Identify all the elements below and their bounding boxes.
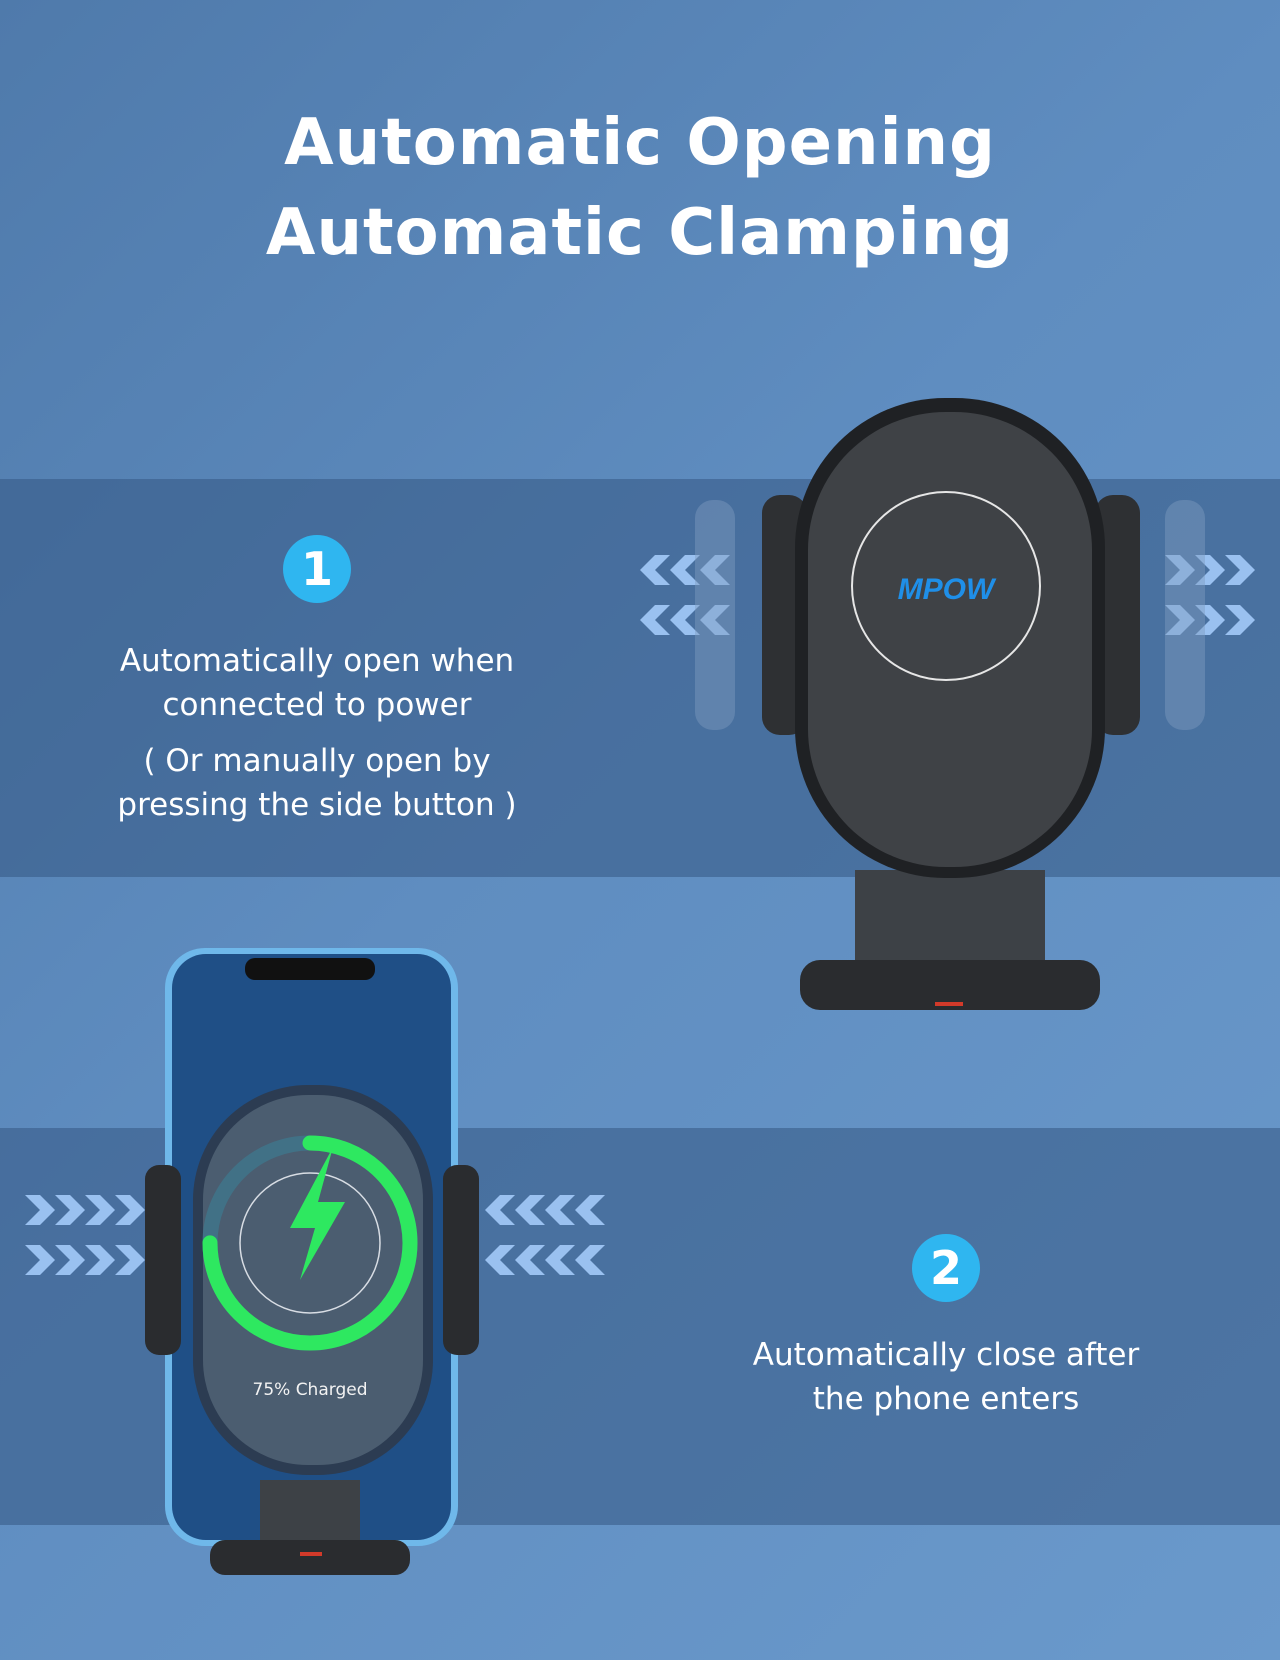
charge-ring-progress xyxy=(202,1135,418,1351)
step-1-line-3: ( Or manually open by xyxy=(143,743,491,779)
step-1-line-4: pressing the side button ) xyxy=(117,787,517,823)
outward-arrows-left-icon xyxy=(640,555,730,635)
inward-arrows-left-icon xyxy=(25,1195,145,1275)
step-1-badge: 1 xyxy=(283,535,351,603)
headline-line-1: Automatic Opening xyxy=(284,106,996,180)
brand-logo: MPOW xyxy=(898,573,997,606)
step-2-badge: 2 xyxy=(912,1234,980,1302)
step-2-line-2: the phone enters xyxy=(812,1381,1080,1417)
phone-holder-open: MPOW xyxy=(640,398,1255,1010)
step-2-description: Automatically close after the phone ente… xyxy=(696,1333,1196,1421)
inward-arrows-right-icon xyxy=(485,1195,605,1275)
phone-in-holder: 75% Charged xyxy=(25,948,605,1575)
lightning-bolt-icon xyxy=(290,1147,345,1280)
step-2-line-1: Automatically close after xyxy=(752,1337,1140,1373)
step-1-description: Automatically open when connected to pow… xyxy=(67,639,567,827)
outward-arrows-right-icon xyxy=(1165,555,1255,635)
headline-line-2: Automatic Clamping xyxy=(265,196,1015,270)
step-1-line-1: Automatically open when xyxy=(119,643,515,679)
step-1-line-2: connected to power xyxy=(162,687,472,723)
charge-status: 75% Charged xyxy=(253,1380,368,1400)
